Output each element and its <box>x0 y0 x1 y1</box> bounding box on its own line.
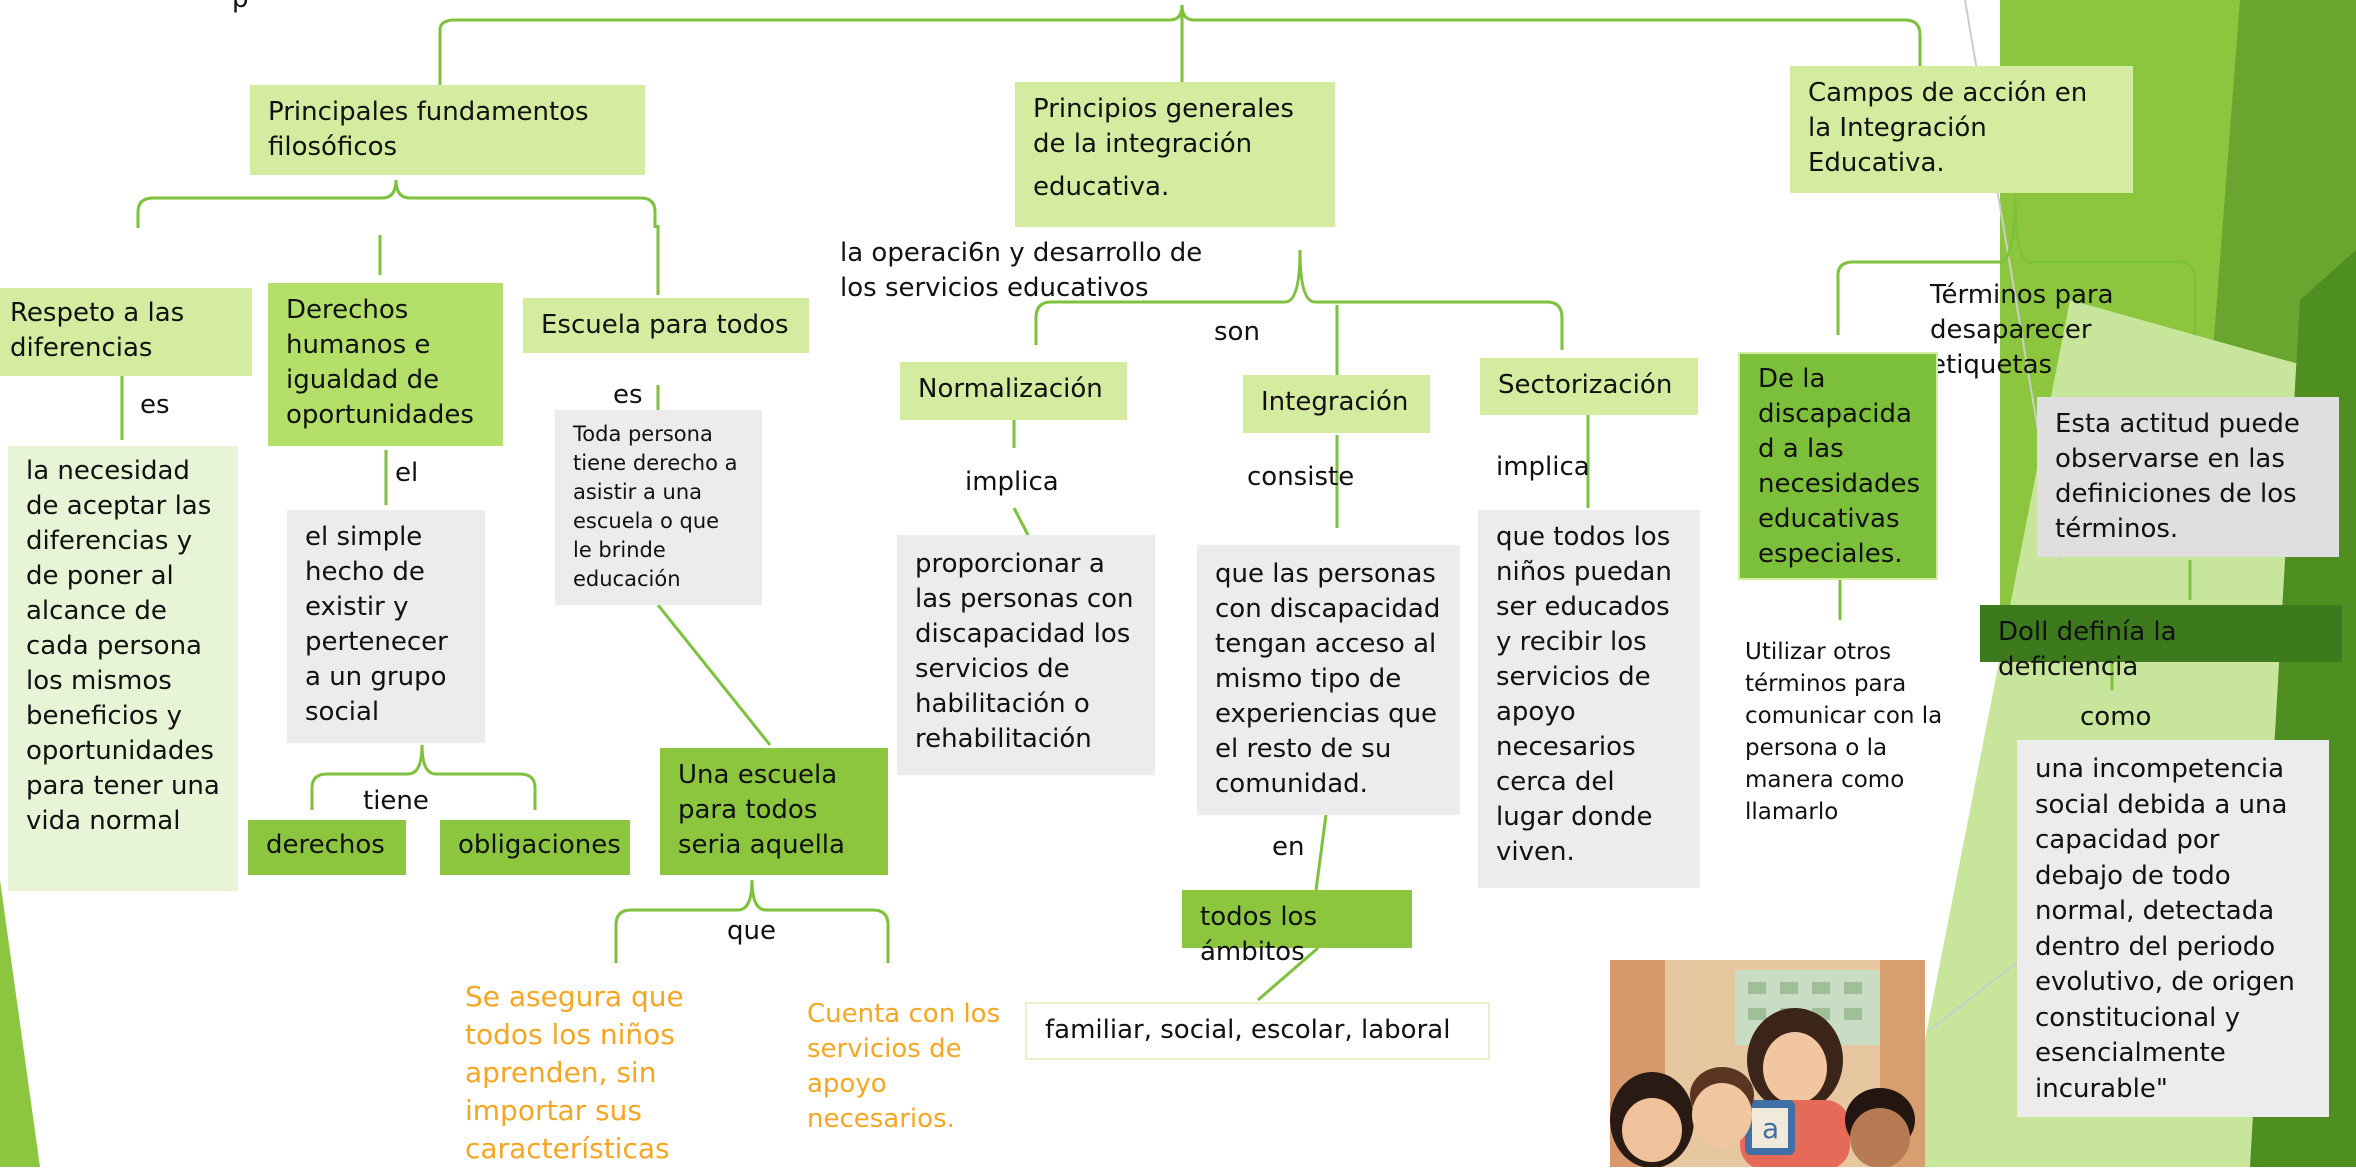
ambitos-list: familiar, social, escolar, laboral <box>1025 1002 1490 1060</box>
son-label: son <box>1214 317 1260 347</box>
cut-off-text: p <box>232 0 249 16</box>
terminos-label: Términos para desaparecer etiquetas <box>1930 280 2114 380</box>
principios-line-1: Principios generales <box>1033 94 1294 124</box>
illustration-art: a <box>1610 960 1925 1167</box>
classroom-illustration: a <box>1610 960 1925 1167</box>
respeto-link-label: es <box>140 390 170 420</box>
que-label: que <box>727 916 776 946</box>
implica-label-1: implica <box>965 467 1059 497</box>
respeto-node: Respeto a las diferencias <box>0 288 252 376</box>
principios-bracket <box>1034 249 1564 350</box>
normalizacion-node: Normalización <box>900 362 1127 420</box>
integracion-desc: que las personas con discapacidad tengan… <box>1197 545 1460 815</box>
teacher-face <box>1763 1032 1827 1104</box>
child-right-face <box>1850 1108 1910 1167</box>
fundamentos-bracket <box>136 179 657 228</box>
escuela-aquella-node: Una escuela para todos seria aquella <box>660 748 888 875</box>
integracion-node: Integración <box>1243 375 1430 433</box>
derechos-desc: el simple hecho de existir y pertenecer … <box>287 510 485 743</box>
campos-node: Campos de acción en la Integración Educa… <box>1790 66 2133 193</box>
principios-node: Principios generales de la integración e… <box>1015 82 1335 227</box>
respeto-desc: la necesidad de aceptar las diferencias … <box>8 446 238 891</box>
que-bracket <box>614 879 890 963</box>
tiene-bracket <box>310 744 537 810</box>
escuela-node: Escuela para todos <box>523 298 809 353</box>
ambitos-node: todos los ámbitos <box>1182 890 1412 967</box>
orange-text-2: Cuenta con los servicios de apoyo necesa… <box>807 999 1001 1134</box>
incompetencia-desc: una incompetencia social debida a una ca… <box>2017 740 2329 1117</box>
actitud-node: Esta actitud puede observarse en las def… <box>2037 397 2339 557</box>
fundamentos-node: Principales fundamentos filosóficos <box>250 85 645 175</box>
tablet-letter: a <box>1762 1112 1779 1145</box>
derechos-link-label: el <box>395 458 419 488</box>
ambitos-to-list <box>1257 946 1319 1002</box>
sectorizacion-desc: que todos los niños puedan ser educados … <box>1478 510 1700 888</box>
principios-line-3: educativa. <box>1033 172 1170 202</box>
sectorizacion-node: Sectorización <box>1480 358 1698 415</box>
escuela-link-label: es <box>613 380 643 410</box>
derechos-node: Derechos humanos e igualdad de oportunid… <box>268 283 503 446</box>
normalizacion-desc: proporcionar a las personas con discapac… <box>897 535 1155 775</box>
orange-text-1: Se asegura que todos los niños aprenden,… <box>465 980 684 1165</box>
derechos-leaf: derechos <box>248 820 406 875</box>
escuela-to-aquella <box>656 604 772 746</box>
en-label: en <box>1272 832 1305 862</box>
boy-face <box>1692 1083 1752 1147</box>
obligaciones-leaf: obligaciones <box>440 820 630 875</box>
consiste-label: consiste <box>1247 462 1355 492</box>
doll-node: Doll definía la deficiencia <box>1980 605 2342 682</box>
utilizar-label: Utilizar otros términos para comunicar c… <box>1745 639 1943 825</box>
girl-face <box>1622 1098 1682 1162</box>
tablet-screen <box>1752 1108 1788 1148</box>
discapacidad-node: De la discapacida d a las necesidades ed… <box>1738 352 1938 580</box>
integ-to-ambitos <box>1314 814 1328 891</box>
escuela-desc: Toda persona tiene derecho a asistir a u… <box>555 410 762 605</box>
pointer-line <box>1929 959 2021 1031</box>
como-label: como <box>2080 702 2152 732</box>
tiene-label: tiene <box>363 786 429 816</box>
principios-line-2: de la integración <box>1033 129 1253 159</box>
implica-label-2: implica <box>1496 452 1590 482</box>
norm-implica-line <box>1012 507 1030 536</box>
operacion-label: la operaci6n y desarrollo de los servici… <box>840 238 1203 303</box>
left-green-wedge <box>0 880 40 1167</box>
top-bracket <box>438 4 1922 85</box>
